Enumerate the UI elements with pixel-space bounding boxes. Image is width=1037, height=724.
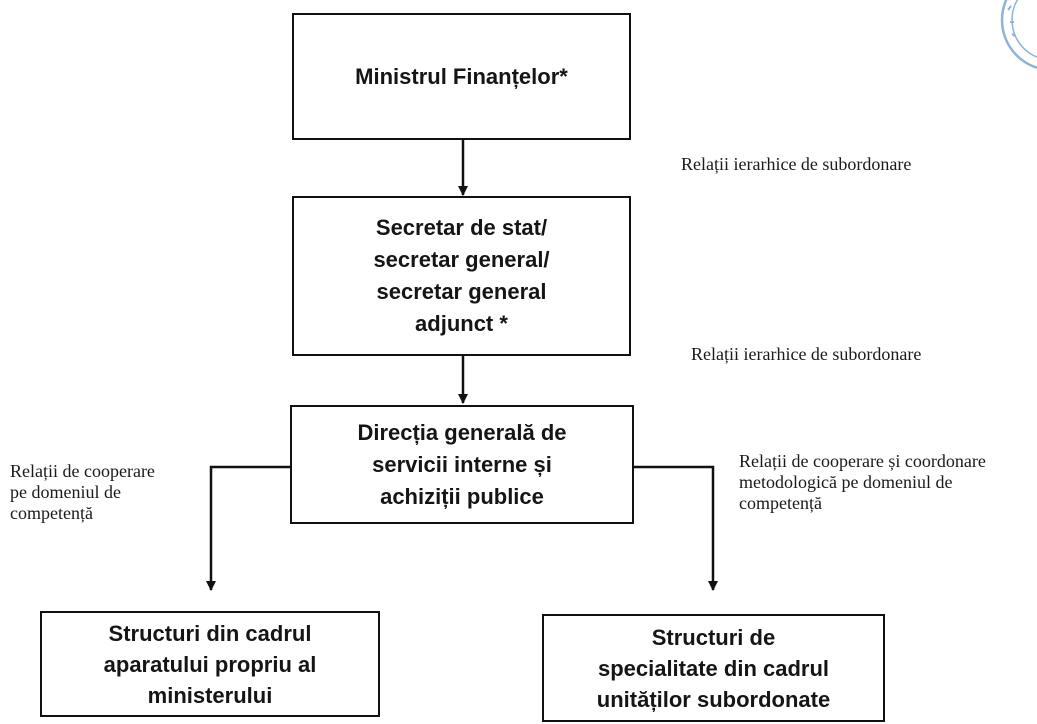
stamp-seal-fragment <box>1000 0 1037 69</box>
own-structures-box: Structuri din cadrul aparatului propriu … <box>40 611 380 717</box>
relation-label-minister-secretary: Relații ierarhice de subordonare <box>681 154 912 174</box>
minister-label: Ministrul Finanțelor* <box>355 63 568 89</box>
arrow-directorate-to-own-structures <box>206 465 291 591</box>
secretary-box: Secretar de stat/ secretar general/ secr… <box>292 196 631 356</box>
secretary-label: Secretar de stat/ secretar general/ secr… <box>373 215 550 336</box>
own-structures-label: Structuri din cadrul aparatului propriu … <box>103 620 317 708</box>
directorate-box: Direcția generală de servicii interne și… <box>290 405 634 524</box>
relation-label-own-structures: Relații de cooperare pe domeniul de comp… <box>10 461 155 523</box>
arrow-directorate-to-subordinate-structures <box>633 465 718 591</box>
subordinate-structures-box: Structuri de specialitate din cadrul uni… <box>542 614 885 722</box>
relation-label-secretary-directorate: Relații ierarhice de subordonare <box>691 344 922 364</box>
directorate-label: Direcția generală de servicii interne și… <box>357 419 567 509</box>
minister-box: Ministrul Finanțelor* <box>292 13 631 140</box>
subordinate-structures-label: Structuri de specialitate din cadrul uni… <box>596 624 831 712</box>
relation-label-subordinate-structures: Relații de cooperare și coordonare metod… <box>739 451 986 513</box>
